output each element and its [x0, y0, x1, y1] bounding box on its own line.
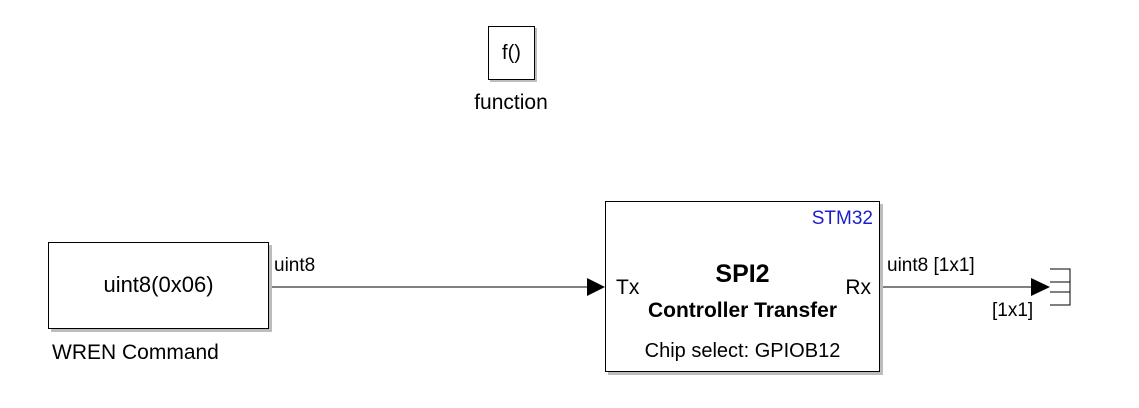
constant-block-name: WREN Command: [52, 341, 219, 364]
chip-select-label: Chip select: GPIOB12: [644, 340, 841, 362]
signal-label-out: uint8 [1x1]: [887, 255, 975, 276]
spi-subtitle: Controller Transfer: [647, 299, 838, 322]
function-icon-text: f(): [502, 42, 521, 64]
constant-value: uint8(0x06): [103, 272, 214, 297]
signal-dimension-label: [1x1]: [992, 300, 1034, 321]
function-block[interactable]: f(): [488, 26, 535, 80]
port-tx-label: Tx: [616, 276, 640, 299]
port-rx-label: Rx: [845, 276, 871, 299]
constant-block[interactable]: uint8(0x06): [48, 242, 269, 329]
stm32-tag: STM32: [811, 208, 873, 229]
spi-title: SPI2: [715, 260, 770, 288]
function-block-name: function: [474, 91, 548, 114]
spi-transfer-block[interactable]: STM32 SPI2 Controller Transfer Tx Rx Chi…: [605, 201, 880, 372]
signal-arrowhead-in: [587, 278, 605, 296]
signal-arrowhead-out: [1031, 278, 1050, 296]
signal-label-in: uint8: [274, 255, 316, 276]
terminator-icon[interactable]: [1050, 268, 1071, 306]
